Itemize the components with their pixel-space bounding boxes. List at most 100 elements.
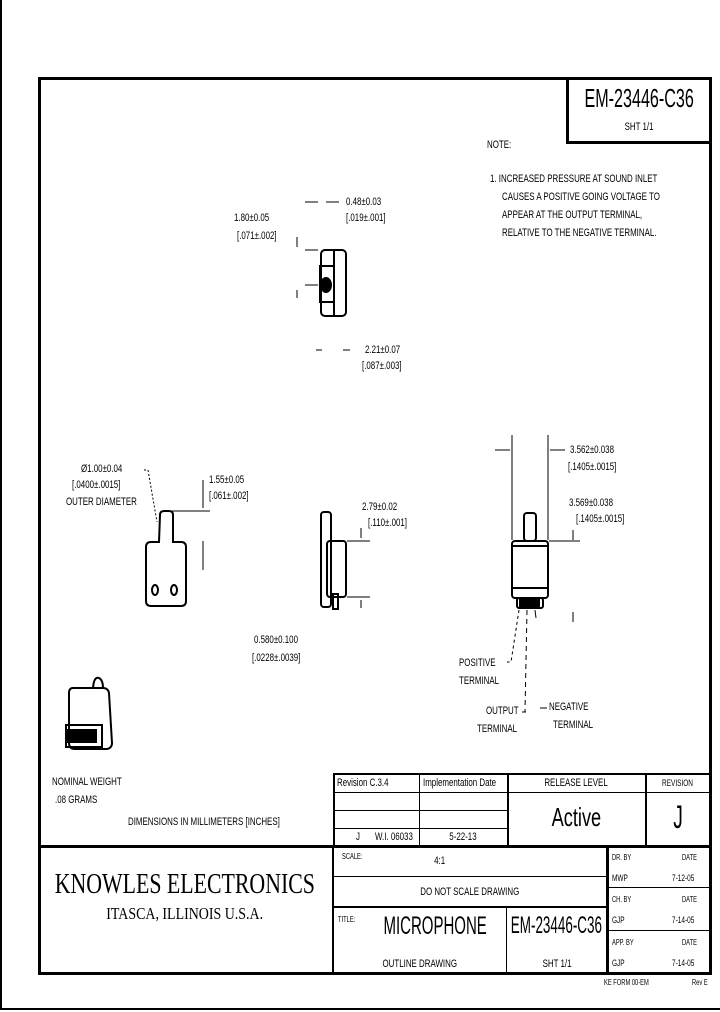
approval-role: APP. BY xyxy=(612,938,634,947)
label-output-terminal: OUTPUT xyxy=(486,705,519,717)
dim-top-width-in: [.019±.001] xyxy=(346,212,386,224)
dim-inlet-diameter: Ø1.00±0.04 xyxy=(81,463,123,475)
drawing-border xyxy=(38,77,712,975)
divider xyxy=(645,773,647,846)
company-name: KNOWLES ELECTRONICS xyxy=(38,870,332,900)
sound-inlet xyxy=(320,277,332,293)
note-line: CAUSES A POSITIVE GOING VOLTAGE TO xyxy=(502,191,660,203)
nominal-weight-label: NOMINAL WEIGHT xyxy=(52,776,122,788)
divider xyxy=(419,773,420,846)
label-negative-terminal-2: TERMINAL xyxy=(553,719,594,731)
approval-date-label: DATE xyxy=(682,853,697,862)
side-view-body xyxy=(320,511,332,608)
notes-heading: NOTE: xyxy=(487,139,512,151)
divider xyxy=(607,887,711,888)
do-not-scale-text: DO NOT SCALE DRAWING xyxy=(420,886,520,898)
nominal-weight-value: .08 GRAMS xyxy=(55,794,98,806)
divider xyxy=(507,773,509,846)
dim-tube-length: 1.55±0.05 xyxy=(209,474,245,486)
approval-date-label: DATE xyxy=(682,938,697,947)
title-value: MICROPHONE xyxy=(370,913,500,940)
scale-label: SCALE: xyxy=(342,852,363,861)
dim-side-height-in: [.110±.001] xyxy=(368,517,407,529)
dim-side-thickness-in: [.0228±.0039] xyxy=(252,652,301,664)
dim-top-width: 0.48±0.03 xyxy=(346,196,382,208)
approval-date: 7-14-05 xyxy=(672,958,695,968)
dim-front-height-in: [.1405±.0015] xyxy=(576,513,625,525)
divider xyxy=(606,845,609,974)
rear-view-body xyxy=(511,540,549,599)
divider xyxy=(333,810,508,811)
divider xyxy=(333,876,607,877)
label-positive-terminal: POSITIVE xyxy=(459,657,496,669)
title-sheet-text: SHT 1/1 xyxy=(542,958,572,970)
approval-date-label: DATE xyxy=(682,895,697,904)
revision-value: J xyxy=(645,800,711,834)
title-value-text: MICROPHONE xyxy=(383,912,487,940)
company-name-text: KNOWLES ELECTRONICS xyxy=(54,869,316,900)
revision-text: J xyxy=(673,799,683,835)
rev-header-release-level-text: RELEASE LEVEL xyxy=(544,777,608,789)
rev-header-revision: Revision C.3.4 xyxy=(337,777,389,789)
header-sheet-text: SHT 1/1 xyxy=(624,121,654,133)
do-not-scale-note: DO NOT SCALE DRAWING xyxy=(333,886,607,898)
approval-date: 7-12-05 xyxy=(672,873,695,883)
dim-top-height: 1.80±0.05 xyxy=(234,212,270,224)
approval-name: MWP xyxy=(612,873,628,883)
divider xyxy=(333,828,508,829)
rev-row-date: 5-22-13 xyxy=(419,831,507,843)
rev-row-date-text: 5-22-13 xyxy=(449,831,477,843)
header-sheet: SHT 1/1 xyxy=(566,121,712,133)
label-output-terminal-2: TERMINAL xyxy=(477,723,518,735)
title-sheet: SHT 1/1 xyxy=(507,958,607,970)
rev-header-revision-letter: REVISION xyxy=(645,777,711,789)
outer-frame-bottom xyxy=(0,1008,720,1010)
form-rev: Rev E xyxy=(692,978,708,987)
title-block-top xyxy=(38,845,712,848)
note-line: 1. INCREASED PRESSURE AT SOUND INLET xyxy=(490,173,658,185)
outer-frame-left xyxy=(0,0,2,1010)
release-level-text: Active xyxy=(551,802,601,832)
release-level-value: Active xyxy=(507,803,645,831)
approval-role: DR. BY xyxy=(612,853,632,862)
dim-inlet-diameter-in: [.0400±.0015] xyxy=(72,479,121,491)
dim-front-height: 3.569±0.038 xyxy=(569,497,613,509)
rev-header-revision-letter-text: REVISION xyxy=(662,778,694,788)
approval-name: GJP xyxy=(612,915,625,925)
rev-header-release-level: RELEASE LEVEL xyxy=(507,777,645,789)
approval-date: 7-14-05 xyxy=(672,915,695,925)
front-view-body xyxy=(145,510,187,607)
dim-top-depth: 2.21±0.07 xyxy=(365,344,401,356)
note-line: RELATIVE TO THE NEGATIVE TERMINAL. xyxy=(502,227,657,239)
divider xyxy=(333,906,607,908)
title-part-number-text: EM-23446-C36 xyxy=(510,912,602,939)
title-part-number: EM-23446-C36 xyxy=(508,913,604,939)
scale-value: 4:1 xyxy=(400,855,480,867)
units-note: DIMENSIONS IN MILLIMETERS [INCHES] xyxy=(128,816,280,828)
dim-tube-length-in: [.061±.002] xyxy=(209,490,249,502)
dim-top-height-in: [.071±.002] xyxy=(237,230,277,242)
approval-name: GJP xyxy=(612,958,625,968)
dim-side-thickness: 0.580±0.100 xyxy=(254,634,298,646)
subtitle-value: OUTLINE DRAWING xyxy=(333,958,507,970)
rev-header-implementation-date: Implementation Date xyxy=(423,777,497,789)
divider xyxy=(607,930,711,931)
header-part-number: EM-23446-C36 xyxy=(566,84,712,112)
company-location: ITASCA, ILLINOIS U.S.A. xyxy=(38,905,332,923)
title-label: TITLE: xyxy=(338,915,356,924)
label-positive-terminal-2: TERMINAL xyxy=(459,675,500,687)
dim-top-depth-in: [.087±.003] xyxy=(362,360,402,372)
rev-row-letter: J xyxy=(356,831,360,843)
divider xyxy=(506,907,507,974)
scale-value-text: 4:1 xyxy=(434,855,446,867)
dim-side-height: 2.79±0.02 xyxy=(362,501,398,513)
dim-front-width: 3.562±0.038 xyxy=(570,444,614,456)
dim-inlet-label: OUTER DIAMETER xyxy=(66,496,137,508)
header-part-number-text: EM-23446-C36 xyxy=(584,83,694,113)
label-negative-terminal: NEGATIVE xyxy=(549,701,589,713)
rev-row-eco: W.I. 06033 xyxy=(375,831,413,843)
part-number-box xyxy=(566,77,712,144)
divider xyxy=(332,845,334,974)
form-id: KE FORM 00-EM xyxy=(604,978,649,987)
divider xyxy=(333,792,711,793)
